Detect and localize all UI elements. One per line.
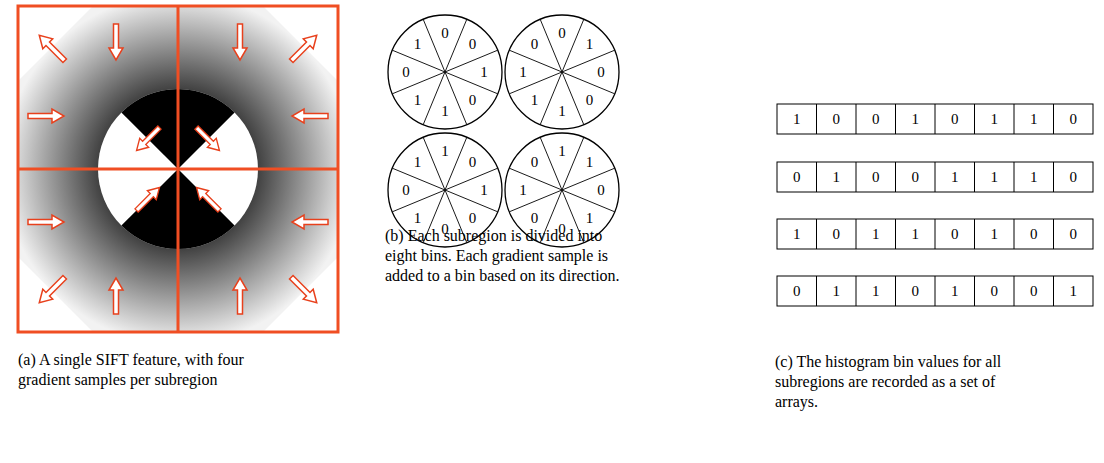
subfigure-caption: (b) Each subregion is divided into eight… <box>385 226 625 286</box>
bin-value: 0 <box>469 210 477 225</box>
bin-wheel <box>388 15 502 129</box>
array-cell-value: 0 <box>912 284 920 299</box>
array-cell-value: 0 <box>833 227 841 242</box>
bin-value: 1 <box>586 155 594 170</box>
bin-value: 1 <box>480 183 488 198</box>
array-cell-value: 1 <box>912 227 920 242</box>
bin-value: 1 <box>586 210 594 225</box>
bin-value: 1 <box>441 144 449 159</box>
bin-value: 0 <box>597 183 605 198</box>
array-cell-value: 0 <box>951 112 959 127</box>
array-cell-value: 1 <box>793 227 801 242</box>
gradient-arrow <box>286 272 321 307</box>
array-cell-value: 1 <box>991 112 999 127</box>
array-cell-value: 1 <box>793 112 801 127</box>
gradient-arrow <box>28 109 64 123</box>
gradient-arrow <box>34 272 69 307</box>
subfigure-caption: (a) A single SIFT feature, with four gra… <box>18 350 258 390</box>
gradient-arrow <box>192 123 224 155</box>
bin-value: 0 <box>531 37 539 52</box>
array-cell-value: 1 <box>951 170 959 185</box>
array-cell-value: 0 <box>872 112 880 127</box>
array-cell-value: 1 <box>872 284 880 299</box>
bin-value: 1 <box>519 183 527 198</box>
array-cell-value: 0 <box>793 170 801 185</box>
bin-value: 1 <box>586 37 594 52</box>
bin-value: 1 <box>414 155 422 170</box>
array-cell-value: 0 <box>912 170 920 185</box>
bin-value: 0 <box>469 155 477 170</box>
orientation-histograms <box>388 15 619 247</box>
bin-value: 0 <box>402 183 410 198</box>
bin-value: 0 <box>469 37 477 52</box>
bin-value: 1 <box>480 65 488 80</box>
gradient-arrow <box>132 123 164 155</box>
cell-dividers <box>817 104 1054 306</box>
array-cell-value: 1 <box>1030 170 1038 185</box>
bin-value: 1 <box>441 104 449 119</box>
array-cell-value: 1 <box>951 284 959 299</box>
subregion-divider <box>18 168 338 171</box>
array-cell-value: 1 <box>872 227 880 242</box>
bin-value: 0 <box>531 155 539 170</box>
bin-value: 1 <box>519 65 527 80</box>
array-cell-value: 1 <box>991 170 999 185</box>
bin-value: 1 <box>558 104 566 119</box>
bin-value: 1 <box>414 92 422 107</box>
array-cell-value: 0 <box>1070 112 1078 127</box>
gradient-arrow <box>28 215 64 229</box>
bin-value: 0 <box>558 26 566 41</box>
subfigure-caption: (c) The histogram bin values for all sub… <box>775 352 1015 412</box>
array-cell-value: 1 <box>833 284 841 299</box>
gradient-arrow <box>192 183 224 215</box>
array-cell-value: 0 <box>1030 284 1038 299</box>
bin-value: 0 <box>597 65 605 80</box>
bin-value: 1 <box>414 37 422 52</box>
array-cell-value: 0 <box>872 170 880 185</box>
gradient-octagon <box>18 6 338 332</box>
array-cell-value: 0 <box>991 284 999 299</box>
bin-wheel <box>505 15 619 129</box>
array-cell-value: 0 <box>951 227 959 242</box>
array-cell-value: 1 <box>991 227 999 242</box>
sift-feature <box>18 6 338 332</box>
bin-value: 0 <box>441 26 449 41</box>
histogram-arrays <box>777 104 1093 306</box>
bin-value: 1 <box>558 144 566 159</box>
bin-value: 1 <box>414 210 422 225</box>
bin-value: 0 <box>586 92 594 107</box>
bin-value: 0 <box>402 65 410 80</box>
bin-value: 0 <box>469 92 477 107</box>
array-cell-value: 0 <box>1030 227 1038 242</box>
gradient-arrow <box>109 24 123 60</box>
array-cell-value: 0 <box>793 284 801 299</box>
gradient-arrow <box>109 278 123 314</box>
gradient-arrow <box>292 109 328 123</box>
feature-ground <box>18 6 338 332</box>
bin-value: 1 <box>531 92 539 107</box>
array-cell-value: 1 <box>1070 284 1078 299</box>
array-cell-value: 1 <box>1030 112 1038 127</box>
gradient-arrow <box>34 30 69 65</box>
gradient-arrow <box>233 24 247 60</box>
array-cell-value: 0 <box>1070 227 1078 242</box>
array-cell-value: 1 <box>833 170 841 185</box>
bin-value: 0 <box>531 210 539 225</box>
array-cell-value: 0 <box>1070 170 1078 185</box>
gradient-arrow <box>286 30 321 65</box>
gradient-arrow <box>132 183 164 215</box>
gradient-arrow <box>292 215 328 229</box>
array-cell-value: 0 <box>833 112 841 127</box>
gradient-arrow <box>233 278 247 314</box>
feature-border <box>18 6 338 332</box>
array-cell-value: 1 <box>912 112 920 127</box>
